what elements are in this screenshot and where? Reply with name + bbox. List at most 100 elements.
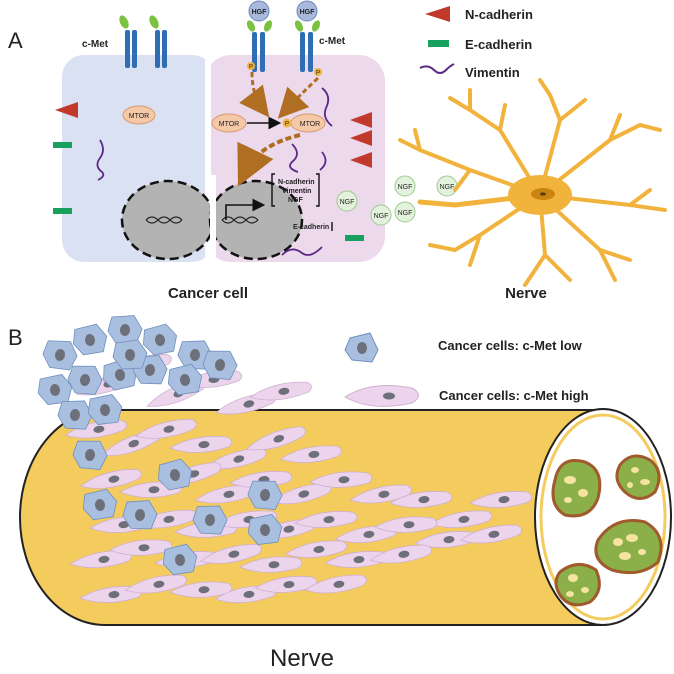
mtor-blob-left <box>122 105 156 125</box>
nerve-fascicle-1 <box>551 459 602 518</box>
c-met-high-cell <box>249 381 312 401</box>
c-met-low-cell <box>202 350 238 380</box>
c-met-high-cell <box>459 524 522 544</box>
c-met-receptor-left-2 <box>149 15 167 68</box>
nerve-fascicle-4 <box>554 563 601 607</box>
n-cadherin-marker-2 <box>350 112 372 128</box>
c-met-high-cell <box>124 574 187 594</box>
c-met-low-cell <box>72 440 108 470</box>
ngf-molecule-2 <box>394 175 416 197</box>
mtor-blob-right-inactive <box>211 113 247 133</box>
c-met-high-cell <box>389 491 453 508</box>
ngf-molecule-4 <box>370 204 392 226</box>
mtor-label-left: MTOR <box>129 113 149 120</box>
neuron-nucleolus <box>540 192 546 196</box>
signal-arrow-2 <box>277 76 320 119</box>
c-met-high-cell <box>64 419 127 439</box>
c-met-low-cell <box>67 365 103 395</box>
legend-n-cadherin-icon <box>425 6 450 22</box>
panel-a-label: A <box>8 28 23 53</box>
c-met-high-cell <box>284 540 348 559</box>
c-met-high-cell <box>294 511 358 528</box>
gene-ngf: NGF <box>288 197 304 204</box>
vimentin-fiber-4 <box>319 151 327 171</box>
hgf-ligand-1 <box>248 0 270 22</box>
n-cadherin-marker-3 <box>350 130 372 146</box>
nerve-fascicle-3 <box>594 519 663 575</box>
c-met-high-cell <box>429 510 493 529</box>
hgf-label-1: HGF <box>252 9 268 16</box>
c-met-high-cell <box>369 544 432 564</box>
c-met-high-cell <box>304 574 367 594</box>
legend-low-label: Cancer cells: c-Met low <box>438 338 583 353</box>
ngf-label-5: NGF <box>398 210 413 217</box>
c-met-low-cell <box>37 374 73 405</box>
dna-helix-right <box>221 216 259 224</box>
c-met-low-cell <box>162 543 198 576</box>
e-cadherin-marker-2 <box>53 208 72 214</box>
nerve-fascicle-2 <box>615 454 661 500</box>
gene-bracket-right <box>316 173 320 207</box>
legend-low-cell-icon <box>344 332 379 363</box>
legend-e-cadherin-icon <box>428 40 449 47</box>
c-met-low-cell <box>167 363 203 396</box>
c-met-low-cell-group <box>37 315 283 576</box>
e-cadherin-marker-1 <box>53 142 72 148</box>
gene-e-cadherin: E-cadherin <box>293 224 329 231</box>
phospho-label-3: P <box>285 122 289 128</box>
phospho-1 <box>247 62 255 70</box>
c-met-low-cell <box>87 394 123 425</box>
nerve-cross-section <box>534 408 672 626</box>
c-met-high-cell <box>349 484 412 504</box>
c-met-low-cell <box>122 500 158 530</box>
n-cadherin-marker-1 <box>55 102 78 118</box>
legend-high-cell-icon <box>344 384 419 407</box>
n-cadherin-marker-4 <box>350 152 372 168</box>
phospho-label-1: P <box>249 65 253 71</box>
panel-b-label: B <box>8 325 23 350</box>
c-met-low-cell <box>72 323 108 356</box>
gene-bracket-left <box>271 173 275 207</box>
nucleus-left <box>120 179 216 261</box>
c-met-high-cell <box>374 516 438 533</box>
signal-arrow-1 <box>239 71 270 118</box>
c-met-receptor-right-2 <box>294 20 321 72</box>
nerve-caption-b: Nerve <box>270 645 334 669</box>
c-met-high-cell <box>79 468 142 489</box>
ngf-molecule-1 <box>336 190 358 212</box>
c-met-high-cell-group <box>64 353 533 604</box>
phospho-3 <box>282 118 292 128</box>
c-met-low-cell <box>143 323 177 356</box>
hgf-label-2: HGF <box>300 9 316 16</box>
legend-n-cadherin-label: N-cadherin <box>465 7 533 22</box>
gene-n-cadherin: N-cadherin <box>278 179 315 186</box>
legend-vimentin-icon <box>419 63 455 74</box>
phospho-2 <box>314 68 322 76</box>
mtor-label-right-active: MTOR <box>300 121 320 128</box>
cancer-cell-caption: Cancer cell <box>168 285 248 302</box>
c-met-low-cell <box>247 480 283 510</box>
c-met-high-cell <box>204 447 267 470</box>
c-met-high-cell <box>134 418 197 439</box>
c-met-high-cell <box>254 576 318 593</box>
c-met-low-cell <box>158 458 192 491</box>
vimentin-fiber-5 <box>281 246 323 256</box>
ngf-molecule-5 <box>394 201 416 223</box>
c-met-label-left: c-Met <box>82 39 109 50</box>
vimentin-fiber-3 <box>289 143 299 173</box>
ngf-label-3: NGF <box>440 184 455 191</box>
c-met-receptor-left-1 <box>119 15 137 68</box>
vimentin-fiber-2 <box>321 87 333 127</box>
c-met-receptor-right-1 <box>246 20 273 72</box>
c-met-low-cell <box>42 340 78 371</box>
dna-helix-left <box>145 216 183 224</box>
e-cadherin-marker-3 <box>345 235 364 241</box>
c-met-low-cell <box>112 339 148 370</box>
phospho-label-2: P <box>316 71 320 77</box>
nerve-cross-section-rim <box>539 413 667 621</box>
c-met-high-cell <box>109 539 173 556</box>
ngf-label-2: NGF <box>398 184 413 191</box>
transcription-arrow <box>225 198 266 220</box>
